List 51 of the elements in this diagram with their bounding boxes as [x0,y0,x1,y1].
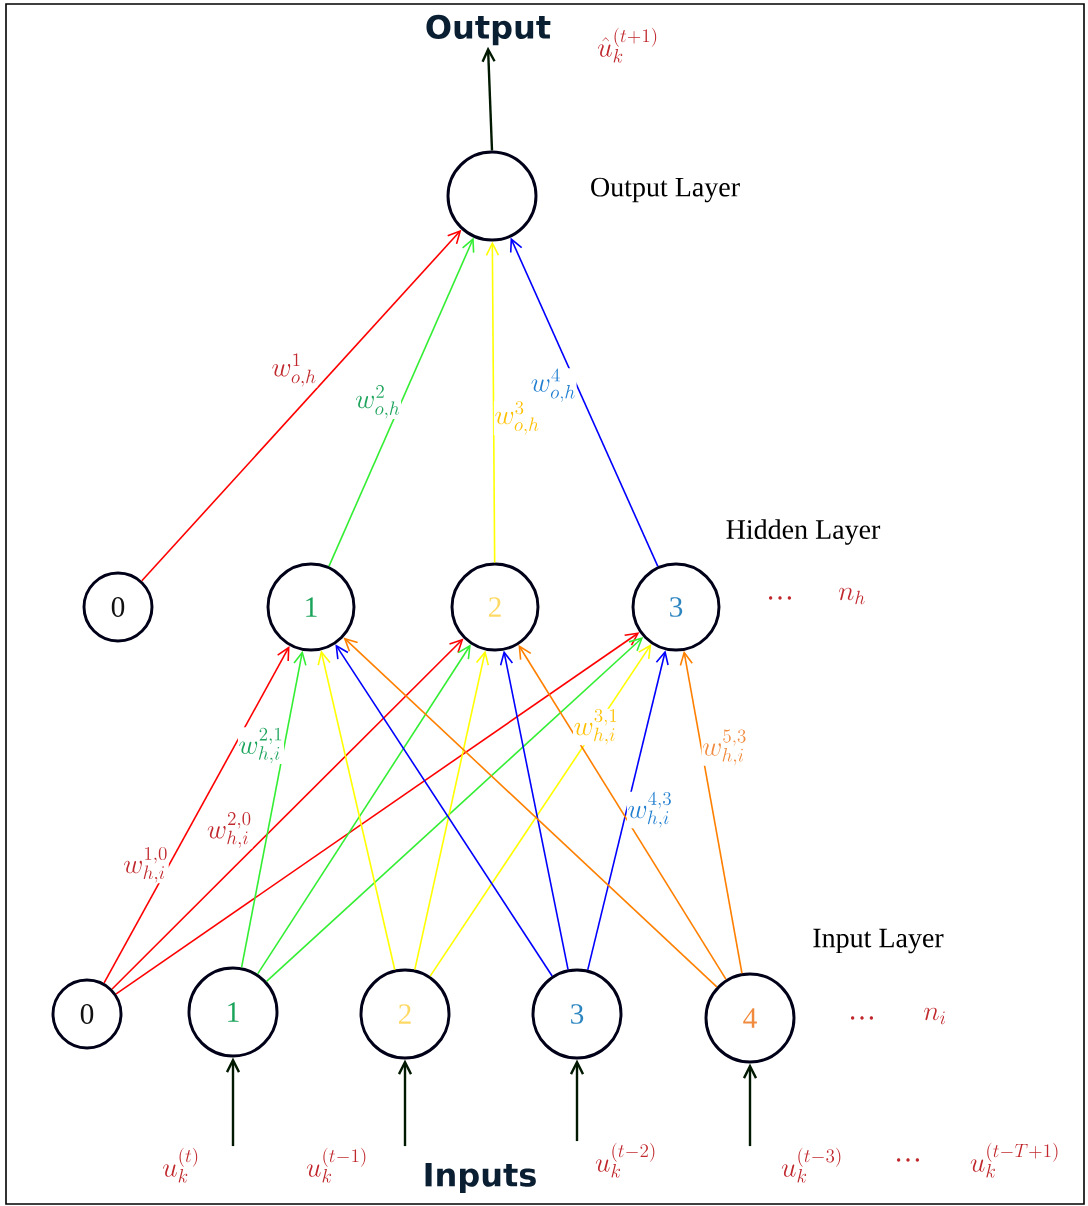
formula-label: $\hat{u}_k^{(t+1)}$ [598,27,657,63]
text-label: … [850,1016,874,1020]
edge-label: $w_{o,h}^{1}$ [270,353,318,388]
arrow [240,650,307,969]
arrow [343,637,718,988]
arrow [225,1057,241,1147]
arrow [111,638,464,990]
edge-label: $w_{h,i}^{4,3}$ [626,791,673,829]
edge-label: $w_{o,h}^{2}$ [354,384,402,420]
arrow [509,237,659,568]
arrow [317,650,396,971]
arrow [429,644,652,977]
edge-label: $w_{h,i}^{2,0}$ [206,811,253,849]
formula-label: $u_k^{(t-2)}$ [595,1142,655,1178]
arrow [103,645,290,984]
text-label: Hidden Layer [726,519,881,545]
arrow [115,632,640,995]
arrow [141,229,462,582]
edge-label: $w_{h,i}^{3,1}$ [573,708,620,746]
edge-label: $w_{h,i}^{1,0}$ [122,846,169,884]
edge-label: $w_{o,h}^{3}$ [493,400,541,436]
text-label: … [768,596,792,600]
arrow [265,637,644,983]
formula-label: $n_i$ [924,1007,945,1025]
formula-label: $u_k^{(t-1)}$ [306,1147,366,1183]
formula-label: $u_k^{(t)}$ [163,1147,198,1183]
arrow [397,1059,413,1147]
text-label: Output Layer [591,177,740,203]
arrow [328,237,475,568]
formula-label: $u_k^{(t-3)}$ [781,1147,841,1183]
arrow [569,1059,585,1142]
arrow [518,644,727,981]
arrow [586,650,669,971]
edge-label: $w_{h,i}^{5,3}$ [701,729,748,766]
arrow [742,1063,758,1147]
edge-label: $w_{h,i}^{2,1}$ [237,727,285,764]
arrow [481,46,496,151]
text-label: … [896,1158,920,1162]
arrow [335,644,553,977]
formula-label: $u_k^{(t-T+1)}$ [970,1142,1058,1178]
arrow [499,650,569,971]
arrow [679,650,743,975]
text-label: Input Layer [813,928,944,954]
formula-label: $n_h$ [838,587,865,605]
neuron-circle [446,150,538,242]
arrow [256,644,471,975]
text-label: Inputs [425,1163,536,1193]
edge-label: $w_{o,h}^{4}$ [530,368,577,403]
arrow [414,650,490,971]
arrow [485,241,500,564]
text-label: Output [426,14,551,46]
